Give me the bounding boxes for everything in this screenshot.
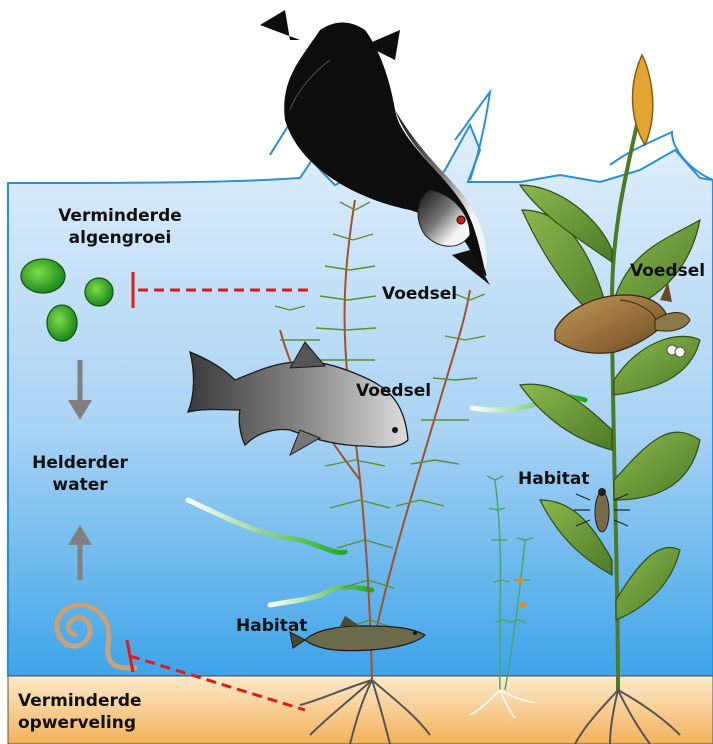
- algae-cell-icon: [85, 278, 113, 306]
- label-clearer-water-line1: Helderder: [10, 452, 150, 474]
- label-reduced-algae-line1: Verminderde: [50, 205, 190, 227]
- label-reduced-algae: Verminderde algengroei: [50, 205, 190, 249]
- label-reduced-resuspension-line2: opwerveling: [18, 712, 142, 734]
- label-reduced-algae-line2: algengroei: [50, 227, 190, 249]
- label-clearer-water: Helderder water: [10, 452, 150, 496]
- label-reduced-resuspension: Verminderde opwerveling: [18, 690, 142, 734]
- label-habitat-bottom: Habitat: [236, 615, 307, 637]
- label-reduced-resuspension-line1: Verminderde: [18, 690, 142, 712]
- label-food-bird: Voedsel: [382, 283, 457, 305]
- algae-cell-icon: [47, 305, 77, 341]
- label-food-snail: Voedsel: [630, 260, 705, 282]
- label-food-fish: Voedsel: [356, 380, 431, 402]
- algae-cell-icon: [21, 259, 65, 293]
- label-habitat-right: Habitat: [518, 468, 589, 490]
- label-clearer-water-line2: water: [10, 474, 150, 496]
